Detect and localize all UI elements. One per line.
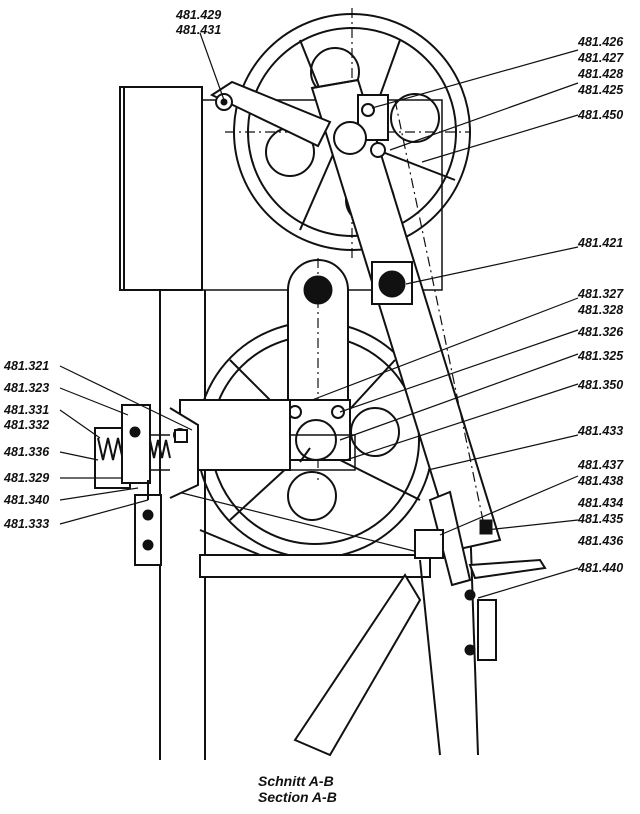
part-labels-right: 481.426 481.427 481.428 481.425 481.450 …	[577, 35, 624, 575]
part-label: 481.333	[3, 517, 49, 531]
lower-bracket-column	[284, 258, 351, 480]
leader-lines	[59, 32, 579, 599]
part-labels-top: 481.429 481.431	[175, 8, 221, 37]
part-label: 481.327	[577, 287, 624, 301]
caption-german: Schnitt A-B	[258, 773, 334, 789]
part-label: 481.332	[3, 418, 49, 432]
part-label: 481.321	[3, 359, 49, 373]
part-label: 481.421	[577, 236, 623, 250]
part-label: 481.438	[577, 474, 623, 488]
part-label: 481.323	[3, 381, 49, 395]
part-label: 481.440	[577, 561, 623, 575]
part-labels-left: 481.321 481.323 481.331 481.332 481.336 …	[3, 359, 50, 531]
motor-housing	[119, 86, 443, 291]
main-diagonal-arm	[310, 78, 502, 552]
part-label: 481.434	[577, 496, 623, 510]
part-label: 481.325	[577, 349, 624, 363]
part-label: 481.326	[577, 325, 624, 339]
part-label: 481.329	[3, 471, 49, 485]
part-label: 481.431	[175, 23, 221, 37]
section-caption: Schnitt A-B Section A-B	[258, 773, 337, 805]
caption-english: Section A-B	[258, 789, 337, 805]
tension-beam-assembly	[94, 399, 356, 566]
part-label: 481.435	[577, 512, 624, 526]
part-label: 481.450	[577, 108, 623, 122]
part-label: 481.336	[3, 445, 50, 459]
base-frame	[159, 290, 479, 760]
part-label: 481.427	[577, 51, 624, 65]
part-label: 481.350	[577, 378, 623, 392]
part-label: 481.425	[577, 83, 624, 97]
part-label: 481.429	[175, 8, 221, 22]
part-label: 481.328	[577, 303, 623, 317]
part-label: 481.433	[577, 424, 623, 438]
part-label: 481.428	[577, 67, 623, 81]
part-label: 481.340	[3, 493, 49, 507]
part-label: 481.436	[577, 534, 624, 548]
upper-bracket-arm	[209, 80, 332, 148]
part-label: 481.331	[3, 403, 49, 417]
lower-right-bracket	[414, 490, 547, 661]
part-label: 481.437	[577, 458, 624, 472]
part-label: 481.426	[577, 35, 624, 49]
